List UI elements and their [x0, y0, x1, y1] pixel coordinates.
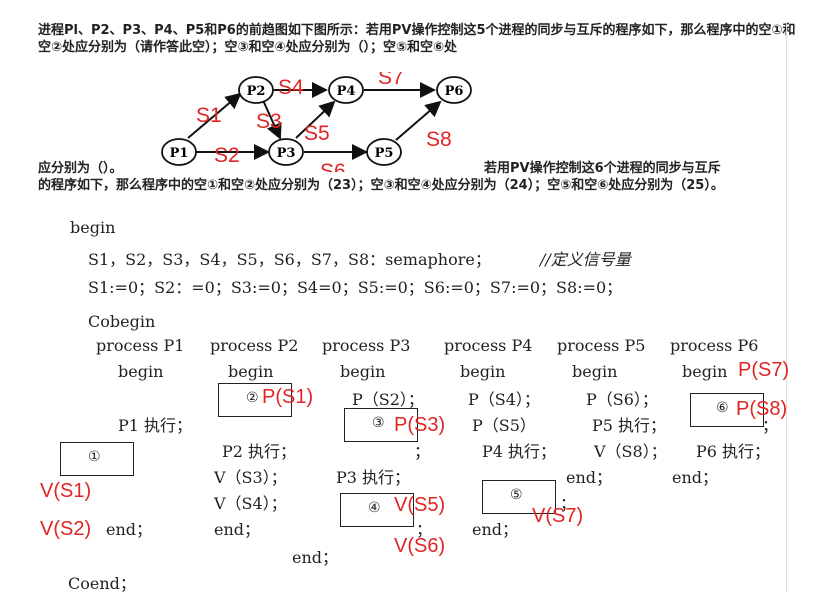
blank-3: ③ — [372, 415, 385, 431]
code-comment: //定义信号量 — [540, 250, 631, 269]
begin-p1: begin — [118, 362, 164, 381]
blank-box-3 — [344, 408, 418, 442]
edge-p2-p3 — [261, 97, 282, 140]
node-p2: P2 — [238, 76, 274, 104]
begin-p3: begin — [340, 362, 386, 381]
edge-p3-p4 — [295, 100, 336, 139]
answer-v-s2: V(S2) — [40, 518, 92, 540]
p4-end: end； — [472, 520, 519, 539]
node-p6: P6 — [436, 76, 472, 104]
label-s7: S7 — [378, 72, 404, 89]
answer-p-s8: P(S8) — [736, 398, 788, 420]
p5-end: end； — [566, 468, 613, 487]
svg-text:P5: P5 — [375, 146, 394, 161]
p4-p-s4: P（S4）； — [468, 390, 540, 409]
blank-box-4 — [340, 493, 414, 527]
p1-exec: P1 执行； — [118, 416, 193, 435]
answer-p-s7: P(S7) — [738, 359, 790, 381]
code-cobegin: Cobegin — [88, 312, 156, 331]
p3-semicolon-2: ； — [416, 520, 433, 539]
p5-exec: P5 执行； — [592, 416, 667, 435]
answer-v-s1: V(S1) — [40, 480, 92, 502]
svg-text:P3: P3 — [277, 146, 296, 161]
begin-p2: begin — [228, 362, 274, 381]
blank-box-1 — [60, 442, 134, 476]
node-p3: P3 — [268, 138, 304, 166]
label-s8: S8 — [426, 128, 452, 151]
blank-box-6 — [690, 393, 764, 427]
p5-p-s6: P（S6）； — [586, 390, 658, 409]
svg-text:P6: P6 — [445, 84, 464, 99]
blank-5: ⑤ — [510, 487, 523, 503]
question-paragraph-2-left: 应分别为（）。 — [38, 161, 123, 176]
p4-semicolon: ； — [560, 494, 577, 513]
question-paragraph-1: 进程Pl、P2、P3、P4、P5和P6的前趋图如下图所示：若用PV操作控制这5个… — [38, 23, 796, 55]
blank-box-2 — [218, 383, 292, 417]
divider — [786, 22, 787, 592]
edge-p1-p2 — [187, 92, 242, 139]
final-end: end； — [292, 548, 339, 567]
p4-p-s5: P（S5） — [472, 416, 536, 435]
p2-exec: P2 执行； — [222, 442, 297, 461]
begin-p6: begin — [682, 362, 728, 381]
coend: Coend； — [68, 574, 136, 593]
p1-end: end； — [106, 520, 153, 539]
header-p6: process P6 — [670, 336, 759, 355]
svg-text:P2: P2 — [247, 84, 266, 99]
code-begin: begin — [70, 218, 116, 237]
begin-p4: begin — [460, 362, 506, 381]
svg-text:P1: P1 — [170, 146, 189, 161]
p3-semicolon-1: ； — [414, 442, 431, 461]
answer-v-s7: V(S7) — [532, 505, 584, 527]
blank-4: ④ — [368, 500, 381, 516]
blank-box-5 — [482, 480, 556, 514]
svg-text:P4: P4 — [337, 84, 356, 99]
header-p4: process P4 — [444, 336, 533, 355]
answer-v-s6: V(S6) — [394, 535, 446, 557]
precedence-graph: P1 P2 P3 P4 P5 P6 S1 S2 S3 S4 S5 S6 S7 S… — [161, 72, 472, 172]
p2-end: end； — [214, 520, 261, 539]
code-decl: S1，S2，S3，S4，S5，S6，S7，S8：semaphore； — [88, 250, 491, 269]
answer-v-s5: V(S5) — [394, 494, 446, 516]
label-s4: S4 — [278, 76, 304, 99]
begin-p5: begin — [572, 362, 618, 381]
blank-6: ⑥ — [716, 400, 729, 416]
blank-2: ② — [246, 390, 259, 406]
node-p1: P1 — [161, 138, 197, 166]
node-p4: P4 — [328, 76, 364, 104]
p4-exec: P4 执行； — [482, 442, 557, 461]
label-s5: S5 — [304, 122, 330, 145]
p2-v-s3: V（S3）； — [214, 468, 287, 487]
header-p5: process P5 — [557, 336, 646, 355]
label-s1: S1 — [196, 104, 222, 127]
node-p5: P5 — [366, 138, 402, 166]
label-s3: S3 — [256, 110, 282, 133]
question-paragraph-2-right: 若用PV操作控制这6个进程的同步与互斥 — [484, 161, 721, 176]
p5-v-s8: V（S8）； — [594, 442, 667, 461]
code-init: S1:=0；S2：=0；S3:=0；S4=0；S5:=0；S6:=0；S7:=0… — [88, 278, 623, 297]
p6-exec: P6 执行； — [696, 442, 771, 461]
edge-p5-p6 — [395, 100, 442, 141]
p2-v-s4: V（S4）； — [214, 494, 287, 513]
question-paragraph-3: 的程序如下，那么程序中的空①和空②处应分别为（23）；空③和空④处应分别为（24… — [38, 178, 724, 193]
answer-p-s1: P(S1) — [262, 386, 314, 408]
label-s2: S2 — [214, 144, 240, 167]
header-p2: process P2 — [210, 336, 299, 355]
p3-exec: P3 执行； — [336, 468, 411, 487]
p6-semicolon: ； — [762, 416, 779, 435]
header-p3: process P3 — [322, 336, 411, 355]
header-p1: process P1 — [96, 336, 185, 355]
answer-p-s3: P(S3) — [394, 414, 446, 436]
blank-1: ① — [88, 449, 101, 465]
label-s6: S6 — [320, 160, 346, 172]
p3-p-s2: P（S2）； — [352, 390, 424, 409]
p6-end: end； — [672, 468, 719, 487]
